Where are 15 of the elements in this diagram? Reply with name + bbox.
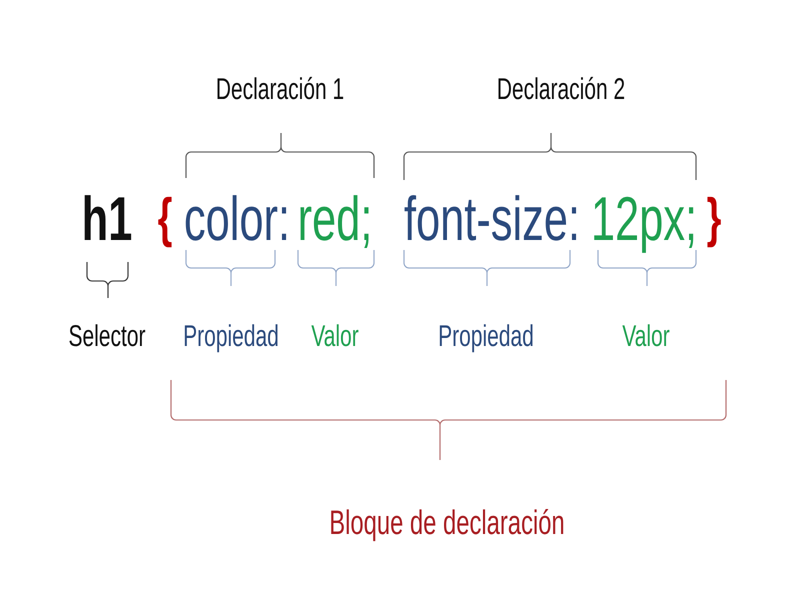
brace: } [707,196,721,248]
value-code: 12px; [594,196,694,253]
selector-code: h1 [84,195,132,240]
brace: { [158,196,172,248]
part-label: Propiedad [184,324,278,352]
part-label: Bloque de declaración [331,508,564,542]
part-label: Valor [622,324,670,346]
part-label: Propiedad [440,324,532,352]
value-code: red; [300,195,368,248]
part-label: Selector [69,324,146,346]
part-label: Valor [311,324,358,346]
declaration-label: Declaración 1 [218,76,344,100]
declaration-label: Declaración 2 [498,76,624,100]
property-code: font-size: [404,195,576,241]
property-code: color: [186,195,286,241]
